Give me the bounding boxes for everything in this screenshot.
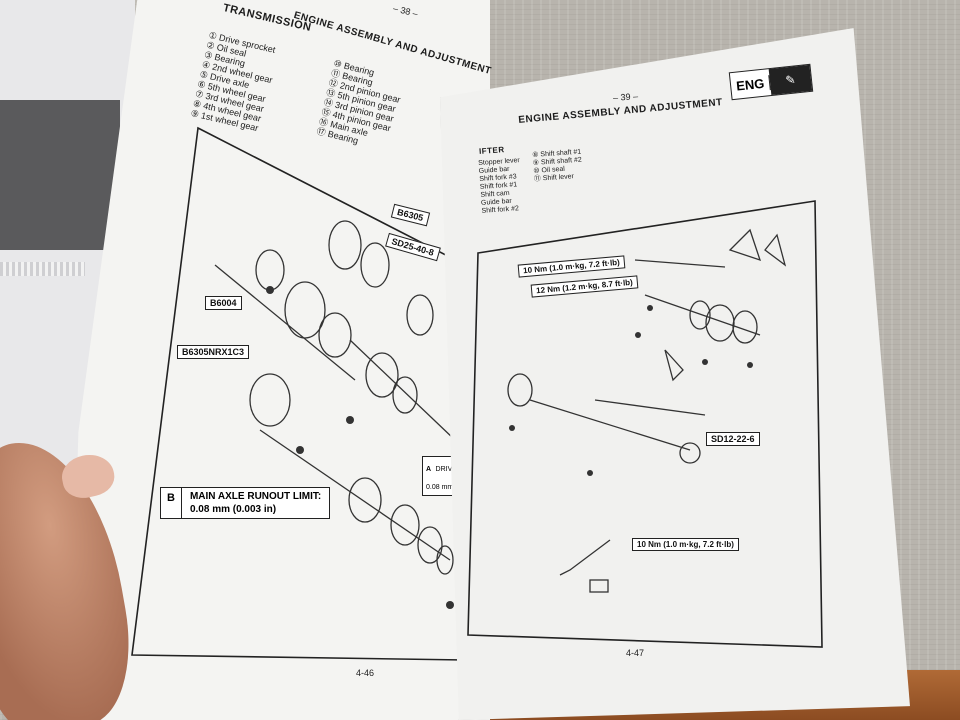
transmission-diagram [131,126,476,661]
main-axle-box: B MAIN AXLE RUNOUT LIMIT: 0.08 mm (0.003… [160,487,331,519]
eng-badge-text: ENG [730,74,771,94]
torque-label-3: 10 Nm (1.0 m·kg, 7.2 ft·lb) [632,538,739,551]
spiral-binding [0,262,85,276]
right-page-number-bottom: 4-47 [626,648,645,658]
label-b6305nr: B6305NRX1C3 [177,345,250,359]
seal-label-sd12: SD12-22-6 [706,432,760,446]
main-axle-title: MAIN AXLE RUNOUT LIMIT: [189,491,322,502]
label-a: A [426,466,432,473]
label-b: B [161,488,182,518]
main-axle-value: 0.08 mm (0.003 in) [189,504,277,515]
shifter-diagram [467,200,823,648]
main-axle-text: MAIN AXLE RUNOUT LIMIT: 0.08 mm (0.003 i… [182,488,329,518]
wrench-icon: ✎ [768,64,813,96]
left-page [70,0,490,720]
dark-binder [0,100,120,250]
right-parts-list-2: ⑧ Shift shaft #1 ⑨ Shift shaft #2 ⑩ Oil … [532,149,583,184]
right-page-number-top: – 39 – [612,91,639,103]
right-section-title: IFTER [478,145,505,156]
label-b6004: B6004 [205,296,242,310]
left-page-number-bottom: 4-46 [356,668,375,678]
